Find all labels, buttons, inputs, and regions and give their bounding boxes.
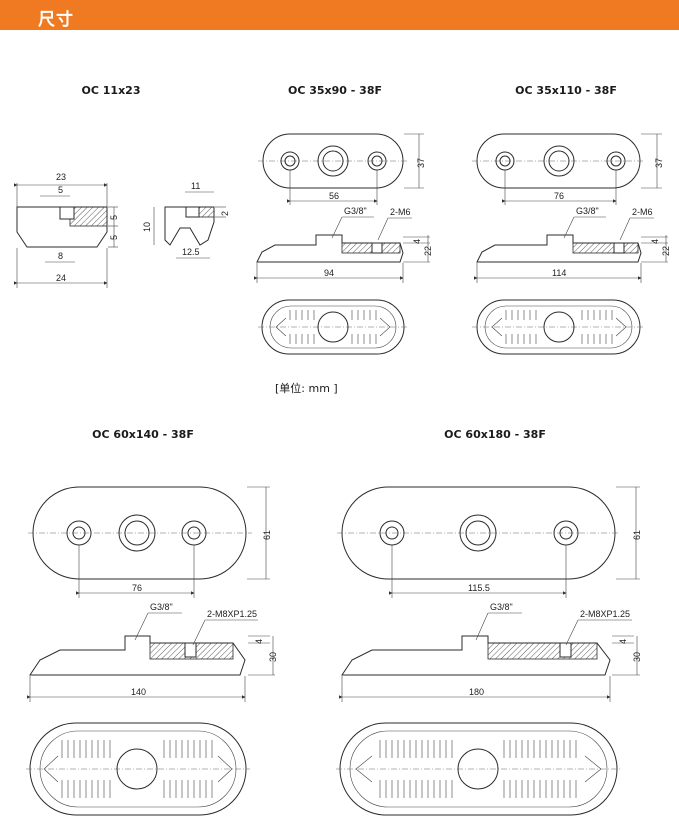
dim-76-a: 76 [554,191,564,201]
dim-4-d: 4 [618,639,628,644]
dim-12-5: 12.5 [182,247,200,257]
dim-5-right-a: 5 [109,215,119,220]
dim-5-top: 5 [58,185,63,195]
model-title-oc-11x23: OC 11x23 [81,84,141,97]
dim-37-a: 37 [416,158,426,168]
dim-23: 23 [56,172,66,182]
dim-76-b: 76 [132,583,142,593]
drawing-oc-60x140: 61 76 G3/8" 2-M8XP1.25 4 30 140 [26,486,278,816]
dim-180: 180 [469,687,484,697]
dim-22-a: 22 [423,246,433,256]
dim-61-a: 61 [262,530,272,540]
dim-61-b: 61 [632,530,642,540]
dim-2: 2 [220,211,230,216]
dim-94: 94 [324,268,334,278]
drawing-oc-35x110: 37 76 G3/8" 2-M6 4 22 114 [472,133,671,355]
unit-note: [单位: mm ] [275,382,338,395]
dim-22-b: 22 [661,246,671,256]
dim-5-right-b: 5 [109,235,119,240]
dim-11: 11 [191,181,200,191]
model-title-oc-35x110: OC 35x110 - 38F [515,84,617,97]
dim-56: 56 [329,191,339,201]
header-title: 尺寸 [38,10,74,30]
dim-8: 8 [58,251,63,261]
label-g38-b: G3/8" [576,206,599,216]
label-m8-b: 2-M8XP1.25 [580,609,630,619]
dim-115-5: 115.5 [468,583,490,593]
label-g38-c: G3/8" [150,602,173,612]
dim-30-b: 30 [632,652,642,662]
drawing-oc-35x90: 37 56 G3/8" 2-M6 4 22 94 [254,133,433,355]
dim-140: 140 [131,687,146,697]
label-g38-a: G3/8" [344,206,367,216]
header-bar: 尺寸 [0,0,679,30]
dim-30-a: 30 [268,652,278,662]
model-title-oc-60x140: OC 60x140 - 38F [92,428,194,441]
model-title-oc-35x90: OC 35x90 - 38F [287,84,383,97]
dim-114: 114 [552,268,566,278]
label-m6-a: 2-M6 [390,207,411,217]
label-g38-d: G3/8" [490,602,513,612]
dim-24: 24 [56,273,66,283]
drawing-oc-11x23: 23 5 5 5 8 24 11 2 10 12.5 [14,172,230,288]
label-m6-b: 2-M6 [632,207,653,217]
dim-10: 10 [142,222,152,232]
model-title-oc-60x180: OC 60x180 - 38F [444,428,546,441]
dim-4-c: 4 [254,639,264,644]
dim-4-b: 4 [650,239,660,244]
dim-4-a: 4 [412,239,422,244]
drawing-oc-60x180: 61 115.5 G3/8" 2-M8XP1.25 4 30 180 [336,486,642,816]
label-m8-a: 2-M8XP1.25 [207,609,257,619]
dim-37-b: 37 [654,158,664,168]
